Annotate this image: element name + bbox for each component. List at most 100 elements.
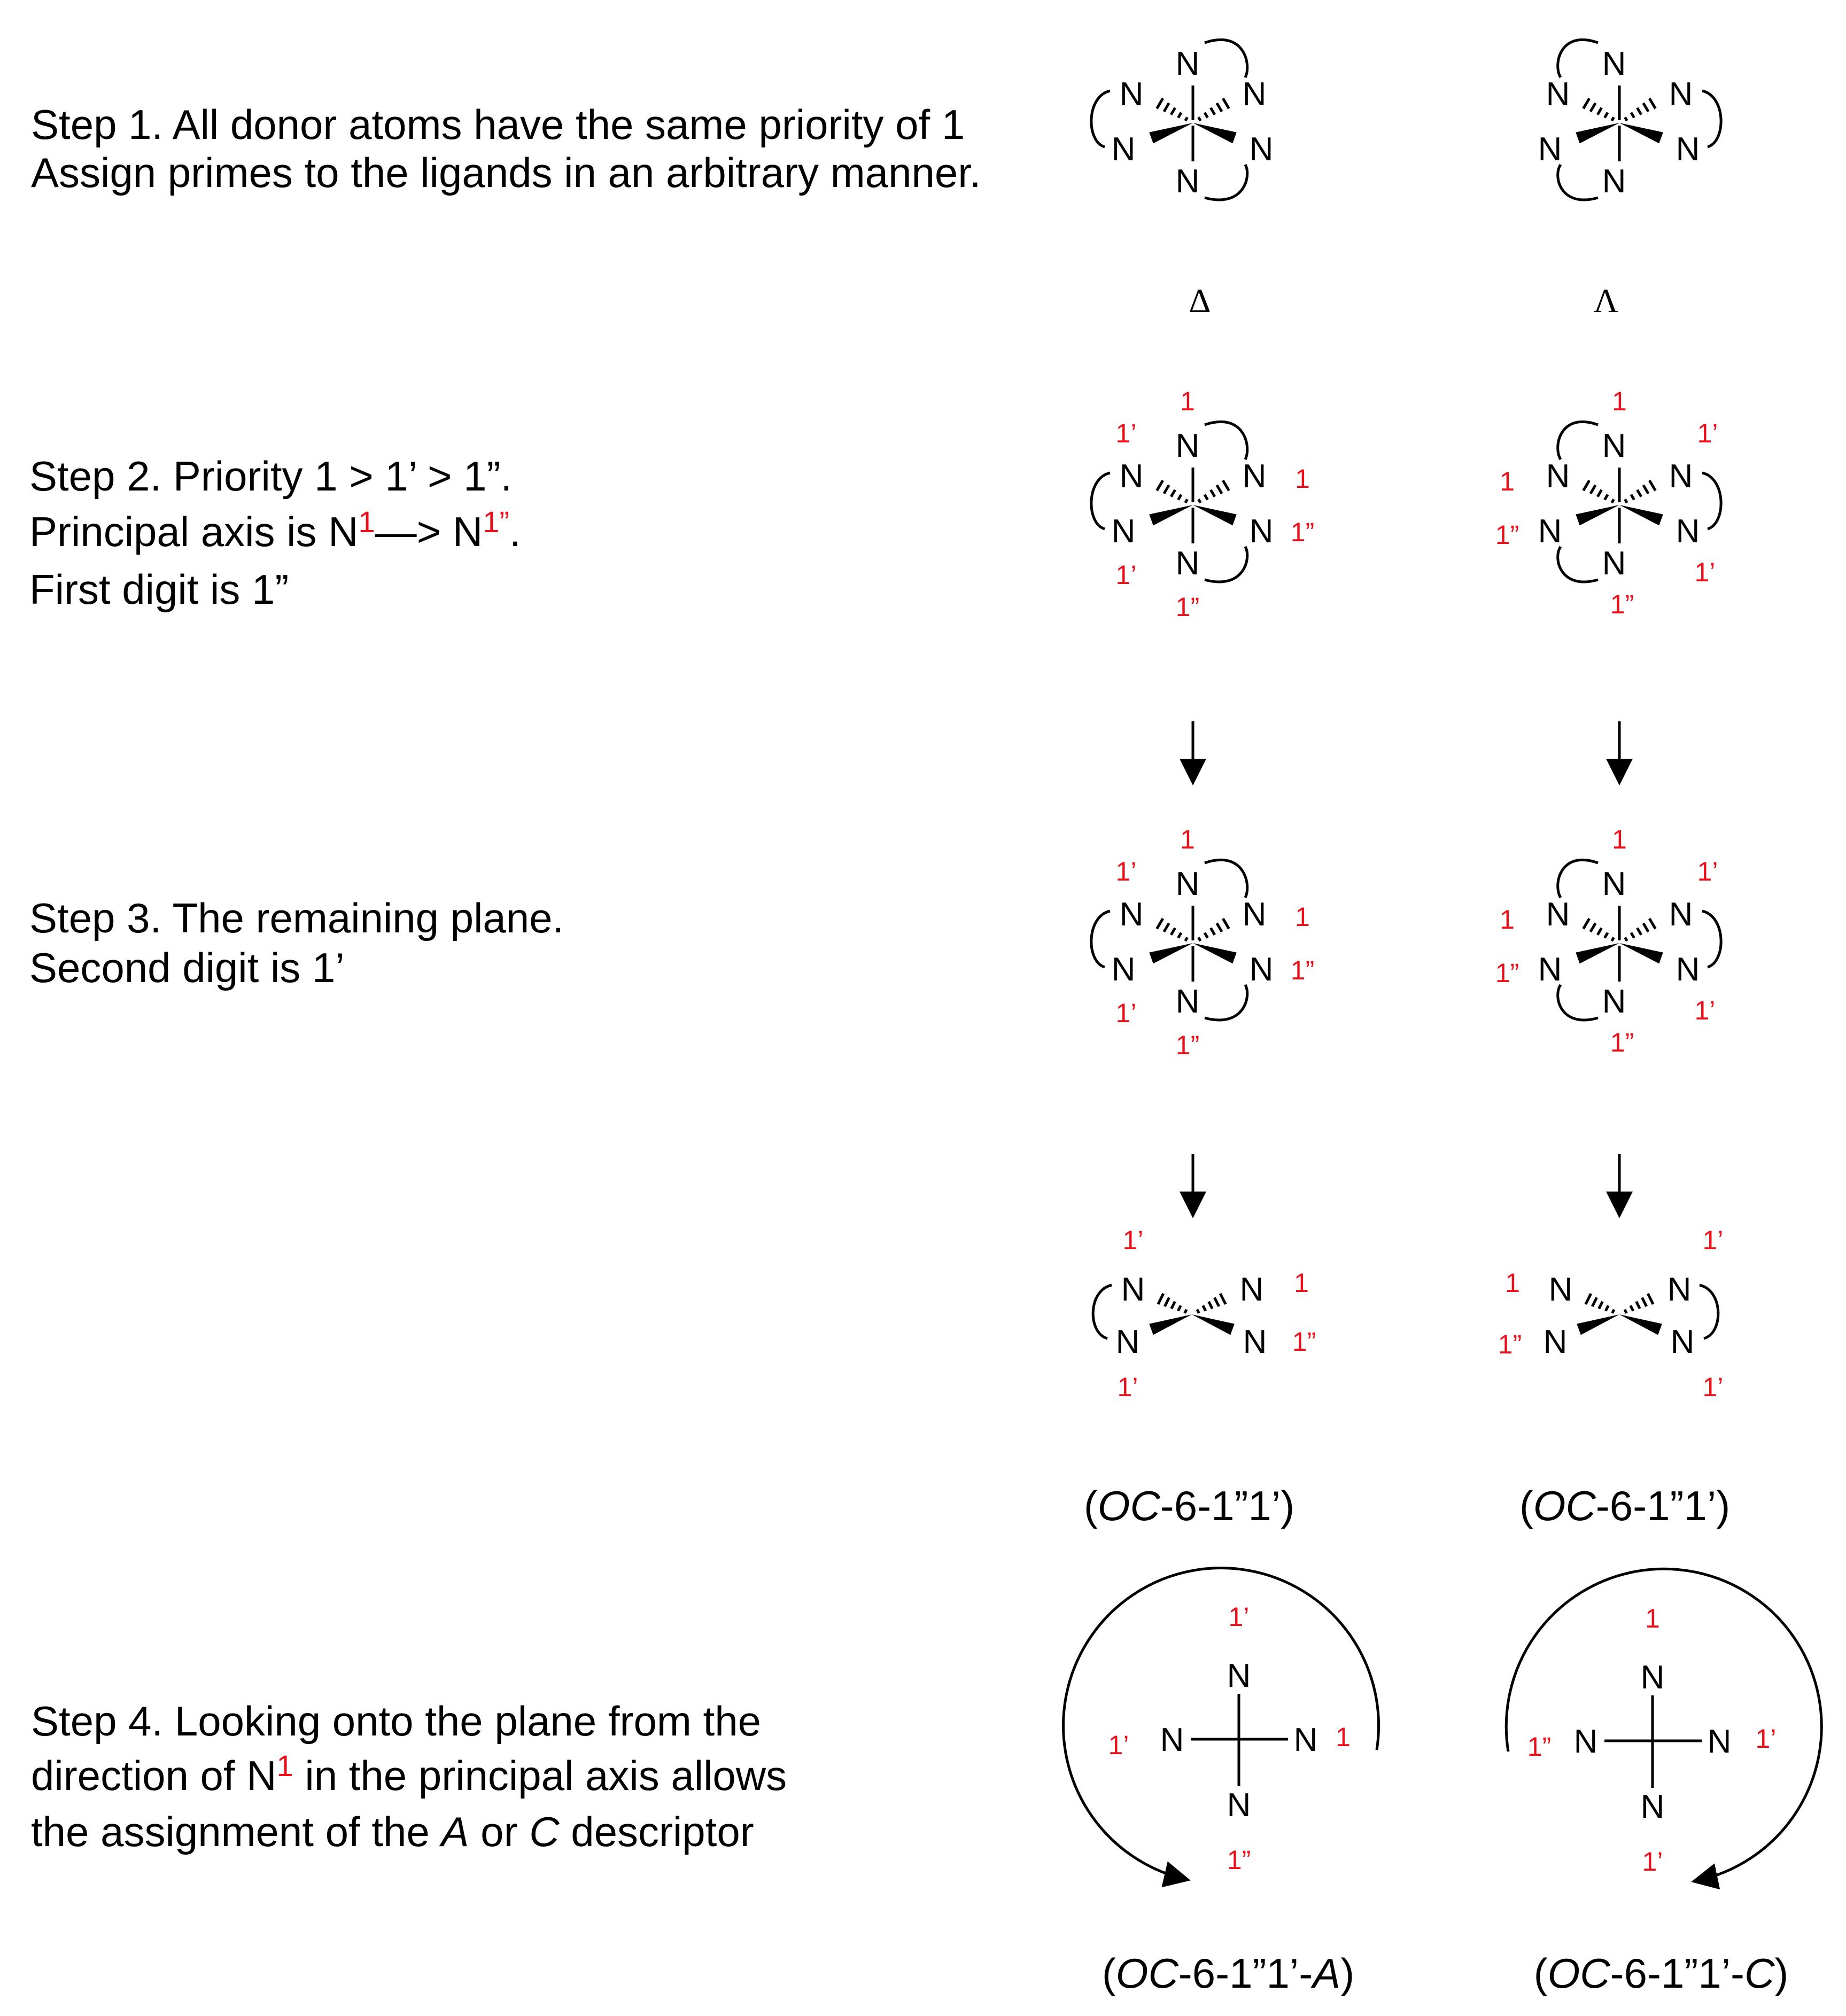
priority-label: 1” [1495, 958, 1519, 988]
bond-line [1201, 1305, 1207, 1312]
step-4-line-3-a: the assignment of the [31, 1808, 441, 1855]
priority-label: 1 [1295, 464, 1310, 494]
chelate-ring [1091, 1283, 1112, 1340]
wedge-bond [1193, 943, 1237, 964]
priority-label: 1’ [1642, 1847, 1663, 1877]
priority-label: 1’ [1229, 1602, 1250, 1632]
nitrogen-atom: N [1250, 513, 1274, 550]
desc-oc: OC [1533, 1482, 1596, 1529]
wedge-bond [1619, 943, 1663, 964]
wedge-bond [1149, 943, 1193, 964]
priority-label: 1’ [1697, 857, 1718, 886]
priority-label: 1 [1505, 1268, 1520, 1298]
nitrogen-atom: N [1294, 1722, 1318, 1758]
bond-line [1155, 97, 1164, 110]
priority-label: 1 [1295, 902, 1310, 932]
nitrogen-atom: N [1602, 866, 1626, 902]
bond-line [1215, 484, 1223, 495]
bond-line [1162, 922, 1170, 933]
nitrogen-atom: N [1240, 1271, 1264, 1308]
wedge-bond [1619, 505, 1663, 526]
bond-line [1646, 1293, 1655, 1305]
priority-label: 1” [1291, 955, 1314, 985]
priority-label: 1’ [1695, 995, 1716, 1025]
nitrogen-atom: N [1546, 76, 1570, 113]
desc-letter: A [1310, 1950, 1340, 1997]
priority-label: 1 [1500, 905, 1515, 935]
nitrogen-atom: N [1243, 458, 1267, 495]
bond-line [1636, 107, 1643, 115]
priority-label: 1” [1527, 1732, 1551, 1762]
nitrogen-atom: N [1120, 458, 1144, 495]
descriptor-final-left: (OC-6-1”1’-A) [1102, 1950, 1354, 1997]
step-2-line-2-c: . [509, 508, 521, 555]
nitrogen-atom: N [1676, 951, 1700, 988]
bond-line [1582, 97, 1591, 110]
step-1-text: Step 1. All donor atoms have the same pr… [31, 101, 981, 196]
priority-label: 1’ [1697, 418, 1718, 448]
nitrogen-atom: N [1112, 131, 1136, 168]
delta-symbol: Δ [1189, 282, 1211, 320]
descriptor-final-right: (OC-6-1”1’-C) [1534, 1950, 1789, 1997]
nitrogen-atom: N [1243, 896, 1267, 933]
nitrogen-atom: N [1116, 1324, 1140, 1360]
bond-line [1215, 922, 1223, 933]
bond-line [1648, 97, 1657, 110]
bond-line [1222, 479, 1230, 492]
bond-line [1207, 1301, 1214, 1310]
chelate-ring [1090, 89, 1111, 149]
priority-label: 1” [1610, 589, 1634, 619]
chelate-ring [1204, 984, 1249, 1022]
desc-open: ( [1534, 1950, 1548, 1997]
desc-oc: OC [1116, 1950, 1179, 1997]
chelate-ring [1204, 546, 1249, 583]
priority-label: 1’ [1123, 1225, 1144, 1255]
bond-line [1630, 112, 1635, 119]
bond-line [1222, 97, 1230, 110]
nitrogen-atom: N [1176, 983, 1200, 1020]
step-4-text: Step 4. Looking onto the plane from the … [31, 1698, 787, 1855]
bond-line [1164, 1297, 1170, 1307]
wedge-bond [1193, 123, 1237, 144]
chelate-ring [1204, 164, 1249, 201]
bond-line [1196, 1309, 1200, 1314]
step-2-line-1: Step 2. Priority 1 > 1’ > 1”. [29, 453, 512, 500]
wedge-bond [1149, 1314, 1192, 1335]
nitrogen-atom: N [1160, 1722, 1184, 1758]
bond-line [1170, 1301, 1176, 1310]
bond-line [1596, 489, 1603, 497]
nitrogen-atom: N [1602, 545, 1626, 582]
priority-label: 1’ [1116, 418, 1137, 448]
priority-label: 1” [1291, 517, 1314, 547]
bond-line [1162, 102, 1170, 113]
bond-line [1610, 937, 1615, 942]
wedge-bond [1149, 505, 1193, 526]
bond-line [1596, 107, 1603, 115]
bond-line [1603, 494, 1609, 501]
bond-line [1642, 484, 1650, 495]
chelate-ring [1090, 909, 1111, 969]
nitrogen-atom: N [1250, 131, 1274, 168]
desc-open: ( [1102, 1950, 1116, 1997]
bond-line [1636, 927, 1643, 936]
priority-label: 1’ [1116, 998, 1137, 1028]
bond-line [1630, 932, 1635, 939]
priority-label: 1 [1500, 466, 1515, 496]
clockwise-arrow [1504, 1567, 1823, 1890]
bond-line [1197, 937, 1202, 942]
bond-line [1648, 917, 1657, 930]
bond-line [1589, 922, 1597, 933]
wedge-bond [1577, 1314, 1619, 1335]
bond-line [1589, 102, 1597, 113]
chelate-ring [1702, 89, 1723, 149]
bond-line [1169, 107, 1176, 115]
bond-line [1184, 116, 1189, 122]
chelate-ring [1556, 858, 1599, 899]
priority-label: 1’ [1695, 557, 1716, 587]
step-4-line-2: direction of N1 in the principal axis al… [31, 1749, 787, 1799]
nitrogen-atom: N [1602, 983, 1626, 1020]
nitrogen-atom: N [1120, 76, 1144, 113]
chelate-ring [1702, 471, 1723, 531]
